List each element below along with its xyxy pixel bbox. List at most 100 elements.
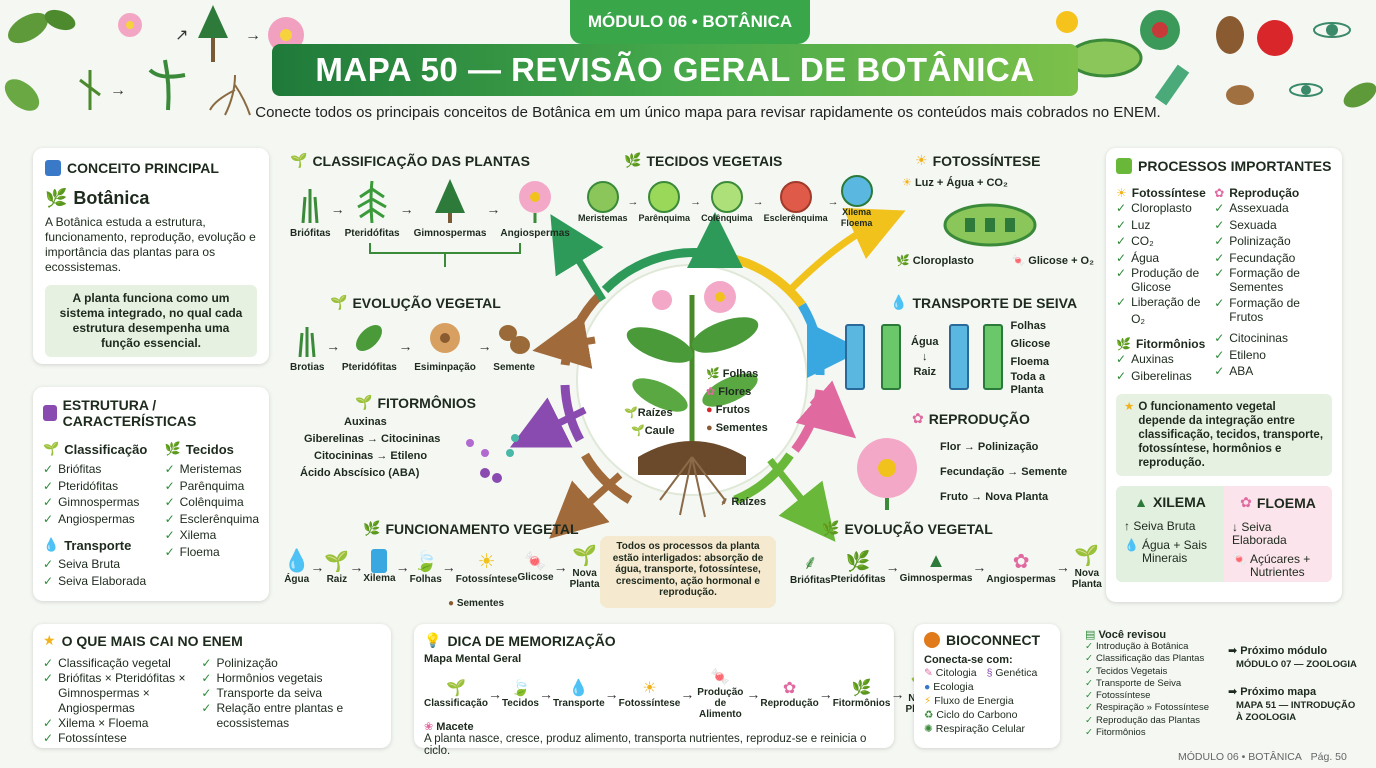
flower-icon: ✿ <box>912 410 924 426</box>
arrow-right-icon: ➡ <box>1228 686 1238 698</box>
list-item: ✓Transporte da seiva <box>201 686 323 700</box>
next-modulo-link[interactable]: MÓDULO 07 — ZOOLOGIA <box>1236 659 1357 670</box>
center-note: Todos os processos da planta estão inter… <box>600 536 776 608</box>
list-item: ✓Fotossíntese <box>43 731 127 745</box>
sun-icon: ☀ <box>1116 186 1127 200</box>
estrutura-title: ESTRUTURA / CARACTERÍSTICAS <box>62 397 197 429</box>
sprout-icon: 🌱 <box>355 394 373 410</box>
xilema-panel: ▲XILEMA ↑ Seiva Bruta 💧Água + Sais Miner… <box>1116 486 1224 582</box>
bioconnect-item: Fluxo de Energia <box>934 695 1014 707</box>
classificacao-label: Pteridófitas <box>344 228 400 239</box>
xylem-tube-icon <box>948 324 969 390</box>
star-icon: ★ <box>1124 401 1135 413</box>
tecidos-subtitle: Tecidos <box>185 441 234 457</box>
center-folhas: Folhas <box>722 368 759 380</box>
dica-step: Fitormônios <box>832 698 891 709</box>
reproducao-item: Fecundação → Semente <box>940 466 1068 478</box>
evolucao-label: Angiospermas <box>986 573 1056 585</box>
sprout-icon: 🌿 <box>45 188 68 208</box>
blue-square-icon <box>45 160 61 176</box>
enem-card: ★O QUE MAIS CAI NO ENEM ✓Classificação v… <box>33 624 391 748</box>
svg-text:→: → <box>245 27 261 44</box>
leaf-icon: 🌿 <box>896 255 910 267</box>
green-square-icon <box>1116 158 1132 174</box>
classificacao-label: Gimnospermas <box>413 228 487 239</box>
transporte-title: TRANSPORTE DE SEIVA <box>912 294 1078 311</box>
evolucao-right-title: EVOLUÇÃO VEGETAL <box>844 520 993 537</box>
root-icon: ⸙ <box>720 496 729 508</box>
next-mapa-link[interactable]: MAPA 51 — INTRODUÇÃO À ZOOLOGIA <box>1236 700 1356 723</box>
floema-line-1: Seiva Elaborada <box>1232 520 1287 547</box>
fotossintese-inputs: Luz + Água + CO₂ <box>914 177 1008 189</box>
leaf-icon: 🌱 <box>43 441 60 456</box>
orange-circle-icon <box>924 632 940 648</box>
xilema-title: XILEMA <box>1152 494 1206 510</box>
sun-icon: ☀ <box>477 550 496 573</box>
dica-step: Fotossíntese <box>618 698 681 709</box>
water-drop-icon: 💧 <box>283 548 311 573</box>
fitormonios-title: FITORMÔNIOS <box>377 394 476 411</box>
list-item: ✓Classificação vegetal <box>43 656 171 670</box>
leaf-icon <box>356 325 383 351</box>
water-drop-icon: 💧 <box>568 680 589 697</box>
evolucao-label: Brotias <box>290 362 325 373</box>
candy-icon: 🍬 <box>1232 552 1247 566</box>
list-item: ✓Xilema <box>164 528 217 542</box>
sprout-icon: 🌱 <box>330 294 348 310</box>
xilema-line-1: Seiva Bruta <box>1133 519 1196 533</box>
xylem-tube-icon <box>845 324 865 390</box>
reproducao-item: Fruto → Nova Planta <box>940 491 1049 503</box>
list-item: ✓Giberelinas <box>1116 368 1192 383</box>
sun-icon: ☀ <box>915 152 928 168</box>
water-drop-icon: 💧 <box>1124 538 1139 552</box>
funcionamento-sementes: Sementes <box>456 598 505 609</box>
list-item: ✓Meristemas <box>164 462 242 476</box>
funcionamento-label: Xilema <box>363 573 396 584</box>
phloem-tube-icon <box>982 324 1003 390</box>
svg-text:→: → <box>110 82 126 99</box>
molecules-icon <box>466 434 519 483</box>
fotossintese-out-left: Cloroplasto <box>912 255 974 267</box>
moss-icon <box>298 327 316 358</box>
center-raizes-bottom: Raízes <box>731 496 767 508</box>
bioconnect-title: BIOCONNECT <box>946 632 1041 648</box>
processos-note-text: O funcionamento vegetal depende da integ… <box>1138 401 1324 469</box>
fitormonio-item: Giberelinas → Citocininas <box>304 433 441 445</box>
xilema-line-2: Água + Sais Minerais <box>1141 538 1207 565</box>
fern-icon <box>357 180 387 224</box>
fitormonios-section: 🌱FITORMÔNIOS Auxinas Giberelinas → Citoc… <box>300 394 540 483</box>
list-item: ✓Liberação de O₂ <box>1116 295 1201 326</box>
next-mapa-label: Próximo mapa <box>1240 686 1317 698</box>
list-item: ✓Seiva Bruta <box>43 557 121 571</box>
dica-step: Classificação <box>424 698 488 709</box>
processos-note: ★O funcionamento vegetal depende da inte… <box>1116 394 1332 476</box>
list-item: ✓Luz <box>1116 217 1151 232</box>
flower-icon: ✿ <box>782 680 797 697</box>
list-item: ✓CO₂ <box>1116 234 1154 248</box>
bioconnect-subtitle: Conecta-se com: <box>924 654 1013 666</box>
water-drop-icon: 💧 <box>43 537 60 552</box>
center-caule: Caule <box>644 425 675 437</box>
reproducao-section: ✿REPRODUÇÃO Flor → Polinização Fecundaçã… <box>840 410 1100 510</box>
list-item: ✓Angiospermas <box>43 511 135 526</box>
footer: MÓDULO 06 • BOTÂNICA Pág. 50 <box>1178 751 1347 763</box>
list-item: ✓Assexuada <box>1214 201 1289 215</box>
flower-icon: ✿ <box>1012 550 1030 573</box>
dica-step: Produção de Alimento <box>697 687 744 720</box>
evolucao-left-section: 🌱EVOLUÇÃO VEGETAL Brotias → Pteridófitas… <box>290 294 535 373</box>
conceito-card: CONCEITO PRINCIPAL 🌿Botânica A Botânica … <box>33 148 269 364</box>
estrutura-card: ESTRUTURA / CARACTERÍSTICAS 🌱Classificaç… <box>33 387 269 601</box>
sprout-icon: 🌱 <box>624 407 638 419</box>
footer-page: Pág. 50 <box>1310 751 1347 763</box>
sprout-icon: 🌱 <box>290 152 308 168</box>
list-item: ✓Tecidos Vegetais <box>1085 665 1168 677</box>
arrow-right-icon: ➡ <box>1228 645 1238 657</box>
list-item: ✓Hormônios vegetais <box>201 671 323 685</box>
conceito-note: A planta funciona como um sistema integr… <box>45 285 257 357</box>
center-flores: Flores <box>718 386 752 398</box>
processos-reproducao-title: Reprodução <box>1229 186 1300 200</box>
bioconnect-card: BIOCONNECT Conecta-se com: ✎ Citologia§ … <box>914 624 1060 748</box>
dica-title: DICA DE MEMORIZAÇÃO <box>447 632 616 649</box>
list-item: ✓Produção de Glicose <box>1116 266 1200 294</box>
leaf-icon: 🌿 <box>1116 337 1131 351</box>
